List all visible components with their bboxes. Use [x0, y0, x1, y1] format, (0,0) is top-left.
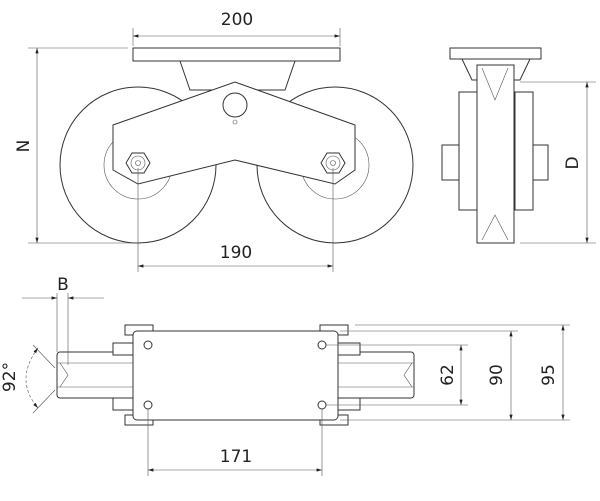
right-bolt — [532, 144, 549, 181]
front-view: 200 N 190 — [14, 10, 414, 272]
side-top-plate — [449, 47, 542, 60]
top-plate — [132, 47, 341, 62]
mount-hole — [143, 340, 153, 350]
left-bolt — [441, 144, 460, 181]
side-wheel — [476, 64, 515, 244]
dim-groove-B: B — [57, 275, 69, 295]
dim-90: 90 — [487, 364, 507, 386]
dim-height-N: N — [14, 140, 34, 153]
dim-holes-171: 171 — [220, 447, 252, 467]
mount-hole — [317, 340, 327, 350]
mount-hole — [317, 400, 327, 410]
dim-95: 95 — [539, 364, 559, 386]
swing-arm — [112, 81, 356, 185]
dim-62: 62 — [438, 364, 458, 386]
left-nut-icon — [125, 152, 151, 174]
bottom-view: B 92° 171 62 90 95 — [0, 275, 570, 476]
dim-diameter-D: D — [563, 156, 583, 169]
side-view: D — [441, 47, 596, 244]
pivot-pin — [222, 92, 248, 118]
dim-angle-92: 92° — [0, 362, 20, 392]
base-plate — [132, 330, 339, 421]
dim-width-200: 200 — [221, 10, 253, 30]
dim-axle-190: 190 — [220, 243, 252, 263]
mount-hole — [143, 400, 153, 410]
